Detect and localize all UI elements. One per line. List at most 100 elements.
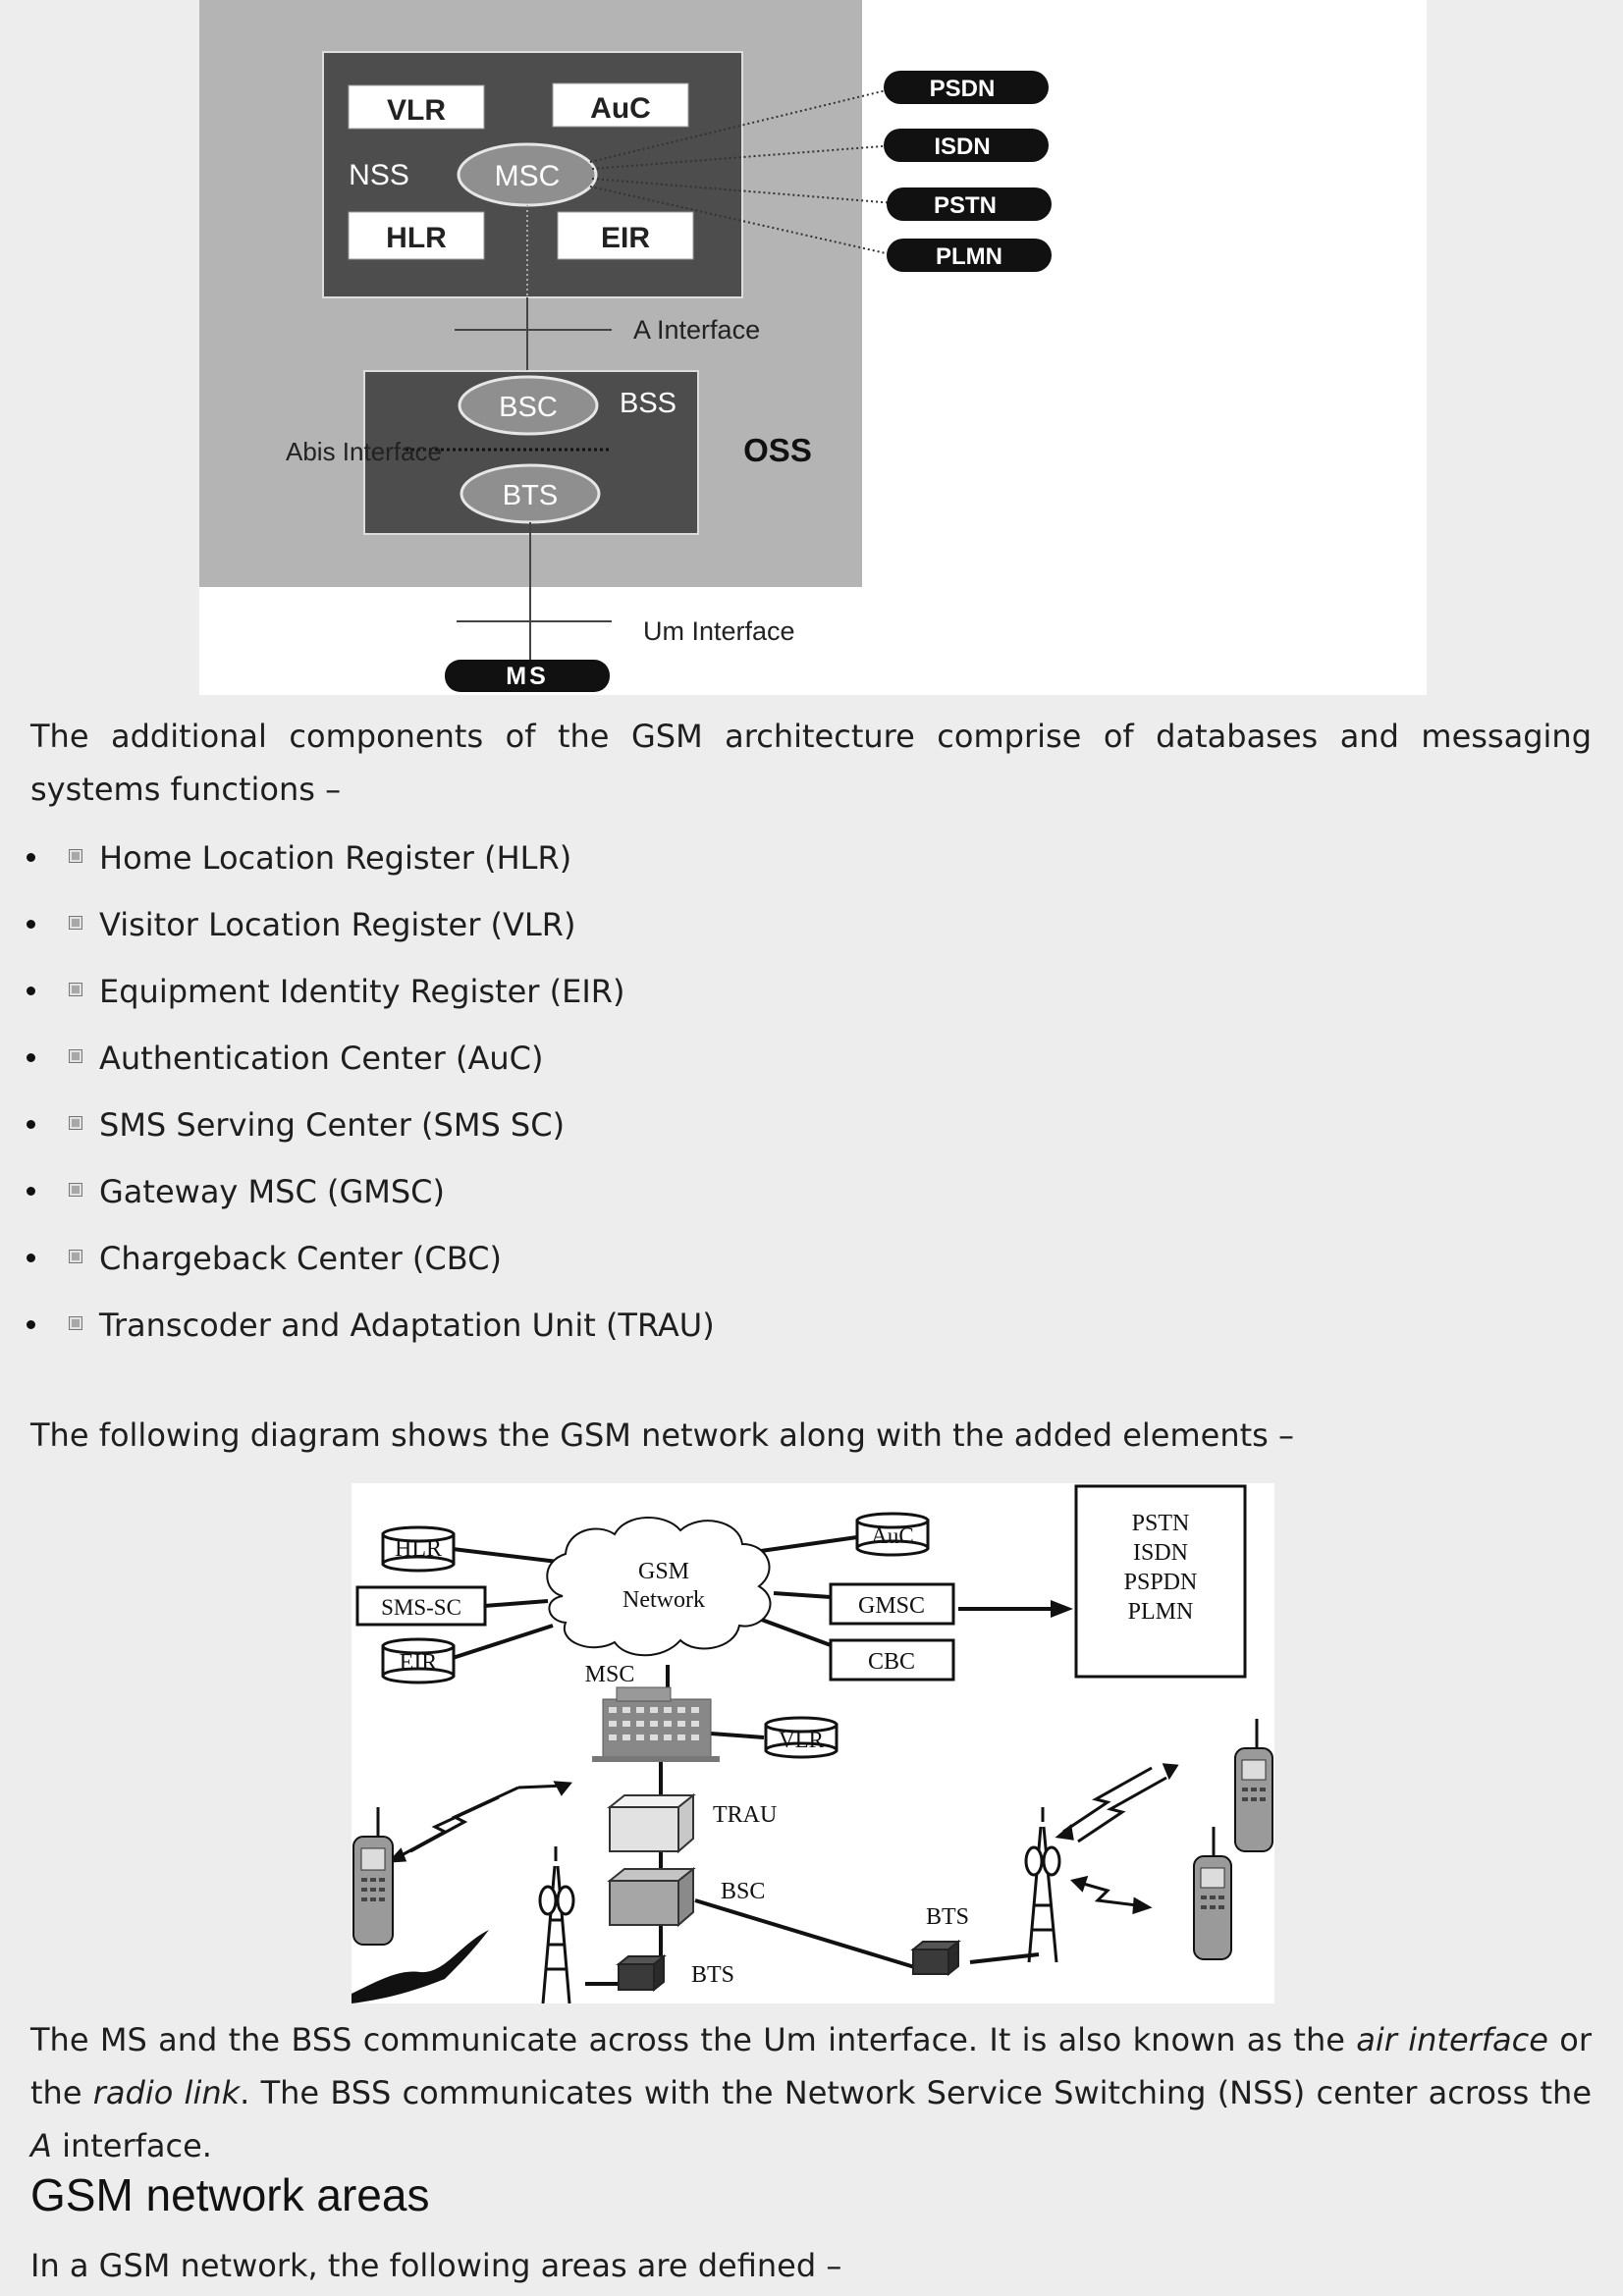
bullet-square-icon <box>69 1049 82 1063</box>
bsc-label: BSC <box>721 1879 765 1904</box>
eir-db: EIR <box>381 1637 456 1684</box>
bullet-dot <box>27 1053 35 1062</box>
isdn-pill <box>884 129 1049 162</box>
psdn-pill <box>884 71 1049 104</box>
auc-label: AuC <box>590 92 651 125</box>
pspdn-label: PSPDN <box>1124 1570 1198 1595</box>
diagram-intro: The following diagram shows the GSM netw… <box>30 1416 1294 1454</box>
vlr-label: VLR <box>779 1728 825 1752</box>
cbc-label: CBC <box>868 1649 915 1675</box>
link-isdn <box>591 144 895 170</box>
gsm-architecture-figure: VLR AuC HLR EIR NSS MSC PSDN ISDN PSTN P… <box>199 0 1427 695</box>
list-item-text: Home Location Register (HLR) <box>99 839 572 877</box>
list-item-text: Transcoder and Adaptation Unit (TRAU) <box>99 1307 715 1344</box>
hlr-label: HLR <box>386 222 447 254</box>
link-bts-tower-right <box>969 1952 1040 1964</box>
bullet-square-icon <box>69 1316 82 1330</box>
vlr-box <box>348 84 485 130</box>
um-text-part: interface. <box>51 2127 212 2164</box>
list-item-text: Visitor Location Register (VLR) <box>99 906 576 943</box>
psdn-label: PSDN <box>930 76 996 102</box>
bullet-dot <box>27 1254 35 1262</box>
link-psdn <box>589 87 895 163</box>
eir-label: EIR <box>601 222 650 254</box>
link-vlr <box>710 1732 765 1739</box>
pstn-label: PSTN <box>1132 1511 1190 1536</box>
vlr-label: VLR <box>387 94 446 127</box>
um-interface-paragraph: The MS and the BSS communicate across th… <box>30 2013 1592 2172</box>
list-item: SMS Serving Center (SMS SC) <box>0 1098 982 1165</box>
gsm-network-cloud <box>546 1517 772 1657</box>
air-interface-emphasis: air interface <box>1356 2021 1548 2058</box>
bullet-dot <box>27 987 35 995</box>
isdn-label: ISDN <box>1133 1540 1188 1566</box>
plmn-label: PLMN <box>936 243 1002 270</box>
vlr-db: VLR <box>764 1716 839 1759</box>
abis-interface-label: Abis Interface <box>286 437 442 466</box>
link-pstn <box>591 178 895 204</box>
hlr-db: HLR <box>381 1525 456 1573</box>
link-hlr <box>452 1547 559 1564</box>
um-text-part: or the <box>30 2021 1593 2111</box>
bts-label: BTS <box>503 480 558 511</box>
isdn-label: ISDN <box>934 133 990 160</box>
pstn-pill <box>887 187 1052 221</box>
list-item: Visitor Location Register (VLR) <box>0 898 982 965</box>
gmsc-arrow-head <box>1051 1600 1073 1618</box>
plmn-label: PLMN <box>1128 1599 1194 1625</box>
um-interface-label: Um Interface <box>643 616 795 646</box>
um-text-part: The MS and the BSS communicate across th… <box>30 2021 1357 2058</box>
list-item: Chargeback Center (CBC) <box>0 1232 982 1299</box>
radio-link-left-icon <box>387 1781 572 1863</box>
external-links <box>589 87 895 256</box>
gsm-network-label-line2: Network <box>622 1587 705 1613</box>
bullet-square-icon <box>69 1116 82 1130</box>
gsm-network-label-line1: GSM <box>638 1559 689 1584</box>
list-item: Authentication Center (AuC) <box>0 1032 982 1098</box>
external-networks-box <box>1074 1484 1247 1679</box>
auc-box <box>552 82 689 128</box>
eir-label: EIR <box>400 1650 438 1676</box>
radio-link-right-icon <box>1055 1763 1179 1915</box>
link-sms-sc <box>483 1599 549 1608</box>
mobile-phone-right-top-icon <box>1234 1719 1273 1852</box>
bts-right-box <box>910 1939 961 1977</box>
list-item-text: Chargeback Center (CBC) <box>99 1240 502 1277</box>
a-interface-emphasis: A <box>30 2127 52 2164</box>
um-text-part: . The BSS communicates with the Network … <box>240 2074 1593 2111</box>
gmsc-label: GMSC <box>858 1593 925 1619</box>
sms-sc-box <box>355 1585 487 1627</box>
gsm-architecture-diagram: VLR AuC HLR EIR NSS MSC PSDN ISDN PSTN P… <box>199 0 1052 692</box>
bullet-dot <box>27 920 35 929</box>
bts-left-box <box>616 1953 667 1993</box>
terrain-silhouette <box>352 1930 489 2003</box>
list-item: Home Location Register (HLR) <box>0 831 982 898</box>
ms-label: MS <box>506 663 549 690</box>
msc-label: MSC <box>495 160 561 192</box>
bsc-label: BSC <box>499 392 558 423</box>
bullet-dot <box>27 1320 35 1329</box>
antenna-tower-left-icon <box>538 1846 575 2003</box>
a-interface-label: A Interface <box>633 315 760 345</box>
antenna-tower-right-icon <box>1024 1807 1061 1963</box>
bullet-square-icon <box>69 849 82 863</box>
auc-db: AuC <box>855 1512 930 1557</box>
components-list: Home Location Register (HLR) Visitor Loc… <box>0 831 982 1365</box>
list-item-text: SMS Serving Center (SMS SC) <box>99 1106 566 1144</box>
bullet-dot <box>27 1120 35 1129</box>
ms-pill <box>445 660 610 692</box>
eir-box <box>557 211 694 260</box>
list-item: Gateway MSC (GMSC) <box>0 1165 982 1232</box>
plmn-pill <box>887 239 1052 272</box>
sms-sc-label: SMS-SC <box>381 1595 461 1620</box>
mobile-phone-left-icon <box>352 1807 394 1946</box>
gmsc-box <box>829 1582 955 1626</box>
msc-building-icon <box>592 1686 720 1762</box>
auc-label: AuC <box>871 1523 913 1548</box>
link-gmsc <box>773 1591 832 1599</box>
areas-intro: In a GSM network, the following areas ar… <box>30 2247 842 2284</box>
list-item-text: Authentication Center (AuC) <box>99 1040 544 1077</box>
pstn-label: PSTN <box>934 192 997 219</box>
bsc-node <box>458 375 599 436</box>
bts-left-label: BTS <box>691 1962 734 1988</box>
